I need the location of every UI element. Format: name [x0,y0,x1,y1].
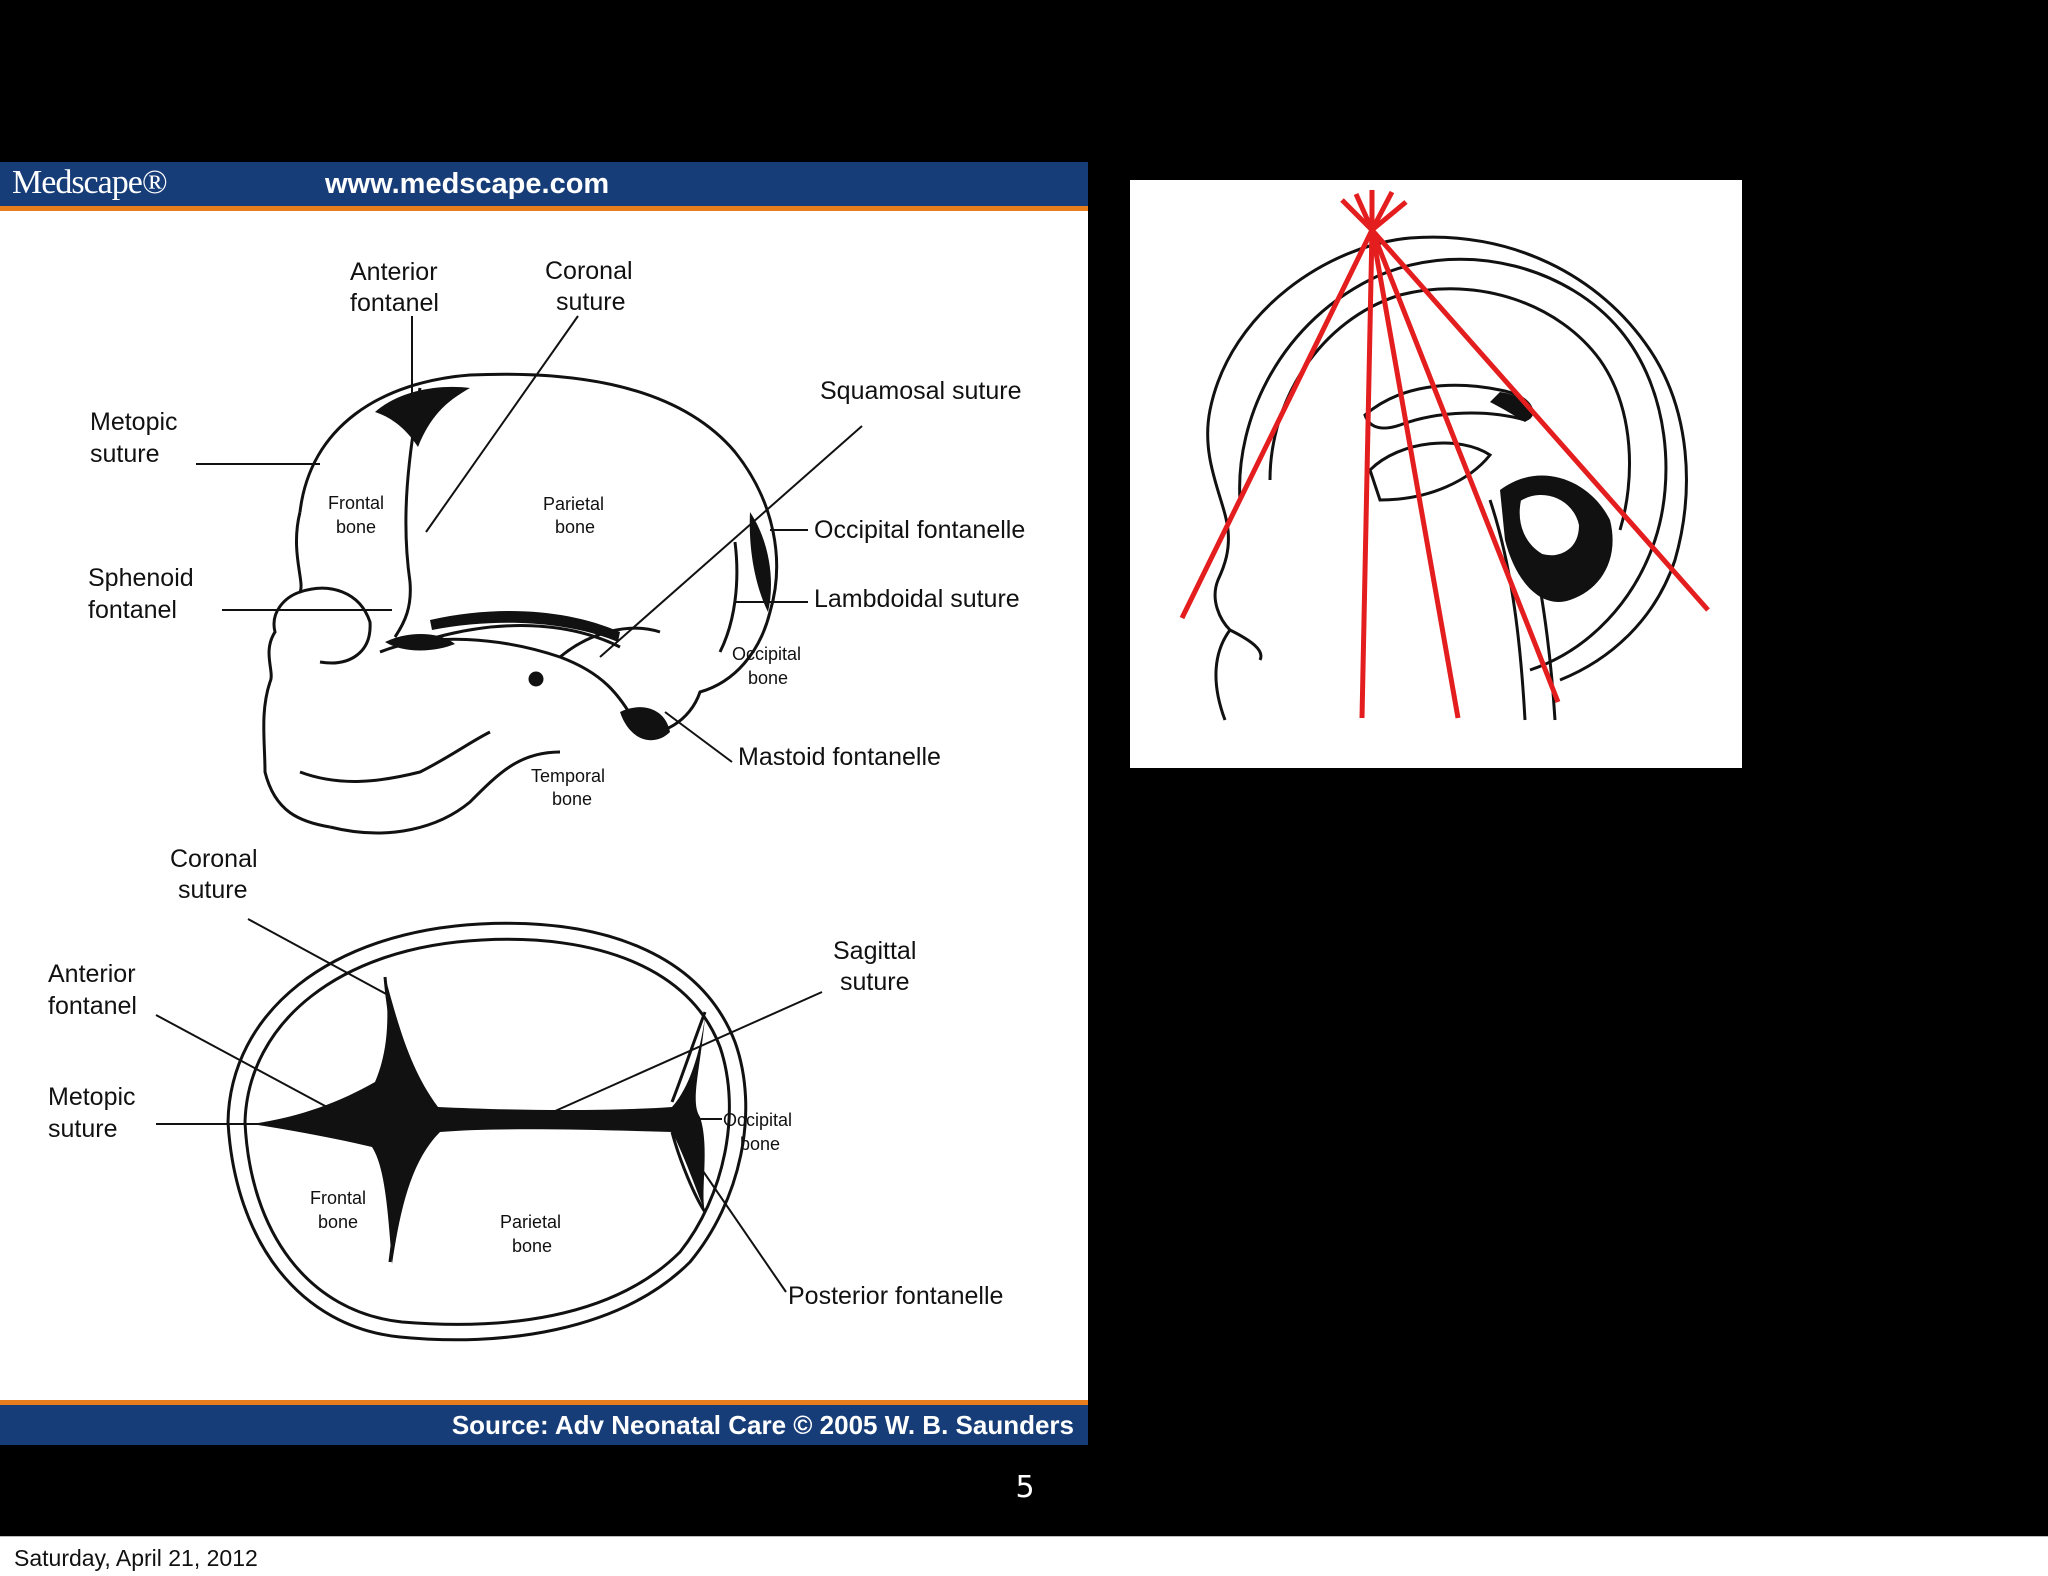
label-anterior-fontanel-line2: fontanel [350,289,439,317]
skull-diagram: Anterior fontanel Coronal suture Metopic… [48,257,1025,1342]
label-anterior-fontanel: Anterior [350,258,438,286]
label-top-metopic-suture: Metopic [48,1083,136,1111]
label-top-occipital-bone-line2: bone [740,1134,780,1154]
label-metopic-suture: Metopic [90,408,178,436]
label-top-frontal-bone: Frontal [310,1188,366,1208]
footer-date: Saturday, April 21, 2012 [14,1545,258,1571]
label-sagittal-suture-line2: suture [840,968,909,996]
label-coronal-suture-line2: suture [556,288,625,316]
medscape-figure: Medscape® www.medscape.com [0,162,1088,1445]
label-sagittal-suture: Sagittal [833,937,916,965]
lateral-skull-drawing [262,372,779,835]
cerebellum-inner [1517,493,1582,558]
label-occipital-fontanelle: Occipital fontanelle [814,516,1025,544]
label-parietal-bone: Parietal [543,494,604,514]
label-sphenoid-fontanel-line2: fontanel [88,596,177,624]
label-top-coronal-suture-line2: suture [178,876,247,904]
label-temporal-bone: Temporal [531,766,605,786]
label-metopic-suture-line2: suture [90,440,159,468]
medscape-source-bar: Source: Adv Neonatal Care © 2005 W. B. S… [0,1400,1088,1445]
label-top-occipital-bone: Occipital [723,1110,792,1130]
footer-bar: Saturday, April 21, 2012 [0,1536,2048,1576]
label-frontal-bone-line2: bone [336,517,376,537]
label-top-metopic-suture-line2: suture [48,1115,117,1143]
label-top-anterior-fontanel: Anterior [48,960,136,988]
top-anterior-fontanel-shape [252,980,705,1264]
red-rays [1179,190,1710,719]
label-mastoid-fontanelle: Mastoid fontanelle [738,743,941,771]
slide-number: 5 [1015,1470,1035,1505]
label-squamosal-suture: Squamosal suture [820,377,1022,405]
head-ray-diagram [1130,180,1742,768]
anterior-fontanel-shape [375,386,470,447]
label-top-parietal-bone-line2: bone [512,1236,552,1256]
label-temporal-bone-line2: bone [552,789,592,809]
label-top-parietal-bone: Parietal [500,1212,561,1232]
label-sphenoid-fontanel: Sphenoid [88,564,194,592]
label-frontal-bone: Frontal [328,493,384,513]
source-credit: Source: Adv Neonatal Care © 2005 W. B. S… [451,1410,1074,1440]
medscape-url[interactable]: www.medscape.com [325,168,610,200]
squamosal-dark-band [430,610,620,642]
sphenoid-fontanel-shape [385,633,455,651]
label-posterior-fontanelle: Posterior fontanelle [788,1282,1003,1310]
label-lambdoidal-suture: Lambdoidal suture [814,585,1020,613]
label-parietal-bone-line2: bone [555,517,595,537]
label-top-anterior-fontanel-line2: fontanel [48,992,137,1020]
head-ray-svg [1179,190,1710,721]
label-occipital-bone: Occipital [732,644,801,664]
label-top-frontal-bone-line2: bone [318,1212,358,1232]
slide: Medscape® www.medscape.com [0,0,2048,1536]
occipital-fontanelle-shape [749,512,771,612]
label-occipital-bone-line2: bone [748,668,788,688]
mastoid-fontanelle-shape [620,707,670,741]
medscape-header: Medscape® www.medscape.com [0,162,1088,211]
medscape-logo[interactable]: Medscape® [12,164,168,201]
label-top-coronal-suture: Coronal [170,845,258,873]
label-coronal-suture: Coronal [545,257,633,285]
